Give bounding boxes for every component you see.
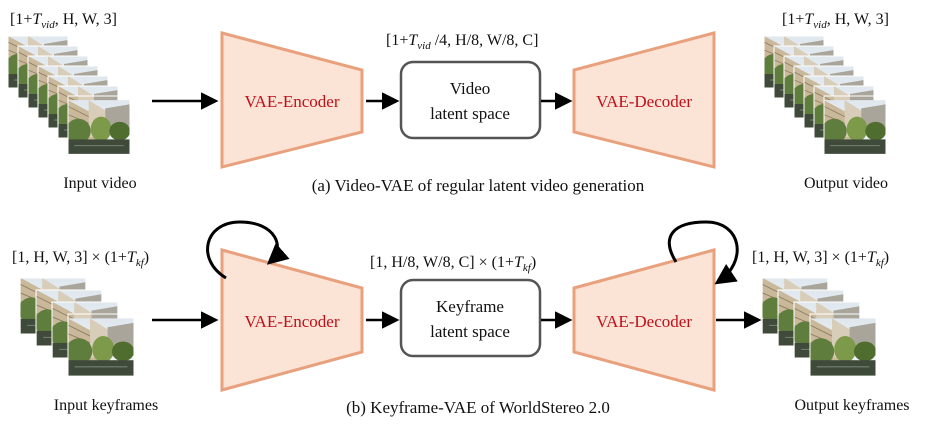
vae-encoder-bottom-label: VAE-Encoder [244, 312, 339, 331]
caption-b: (b) Keyframe-VAE of WorldStereo 2.0 [346, 398, 610, 417]
input-video-caption: Input video [63, 175, 136, 192]
video-latent-line1: Video [450, 79, 491, 98]
keyframe-latent-line2: latent space [430, 322, 510, 341]
keyframe-latent-space-box [399, 278, 542, 358]
vae-decoder-bottom-label: VAE-Decoder [596, 312, 692, 331]
vae-decoder-bottom [572, 248, 716, 392]
output-keyframes [761, 277, 877, 381]
vae-decoder-top [572, 31, 716, 169]
vae-encoder-top-label: VAE-Encoder [244, 92, 339, 111]
encoder-loop-arrow [206, 220, 290, 280]
top-latent-shape-label: [1+Tvid /4, H/8, W/8, C] [386, 32, 538, 52]
video-latent-line2: latent space [430, 104, 510, 123]
output-video-caption: Output video [804, 175, 888, 192]
vae-encoder-bottom [220, 248, 364, 392]
top-input-shape-label: [1+Tvid, H, W, 3] [10, 11, 117, 31]
bottom-latent-shape-label: [1, H/8, W/8, C] × (1+Tkf) [370, 254, 536, 274]
video-latent-space-box [399, 60, 542, 140]
bottom-output-shape-label: [1, H, W, 3] × (1+Tkf) [752, 249, 889, 269]
caption-a: (a) Video-VAE of regular latent video ge… [312, 176, 645, 195]
vae-encoder-top [220, 31, 364, 169]
input-keyframes [19, 277, 135, 381]
keyframe-latent-line1: Keyframe [436, 297, 504, 316]
bottom-row: [1, H, W, 3] × (1+Tkf) Input keyframes V… [12, 220, 910, 417]
top-row: [1+Tvid, H, W, 3] Input video VAE-Encode… [7, 11, 889, 195]
top-output-shape-label: [1+Tvid, H, W, 3] [782, 11, 889, 31]
output-video-frames [763, 35, 887, 159]
bottom-input-shape-label: [1, H, W, 3] × (1+Tkf) [12, 249, 149, 269]
decoder-loop-arrow [667, 220, 739, 285]
vae-decoder-top-label: VAE-Decoder [596, 92, 692, 111]
input-video-frames [7, 35, 131, 159]
input-keyframes-caption: Input keyframes [54, 397, 158, 414]
output-keyframes-caption: Output keyframes [794, 397, 909, 414]
